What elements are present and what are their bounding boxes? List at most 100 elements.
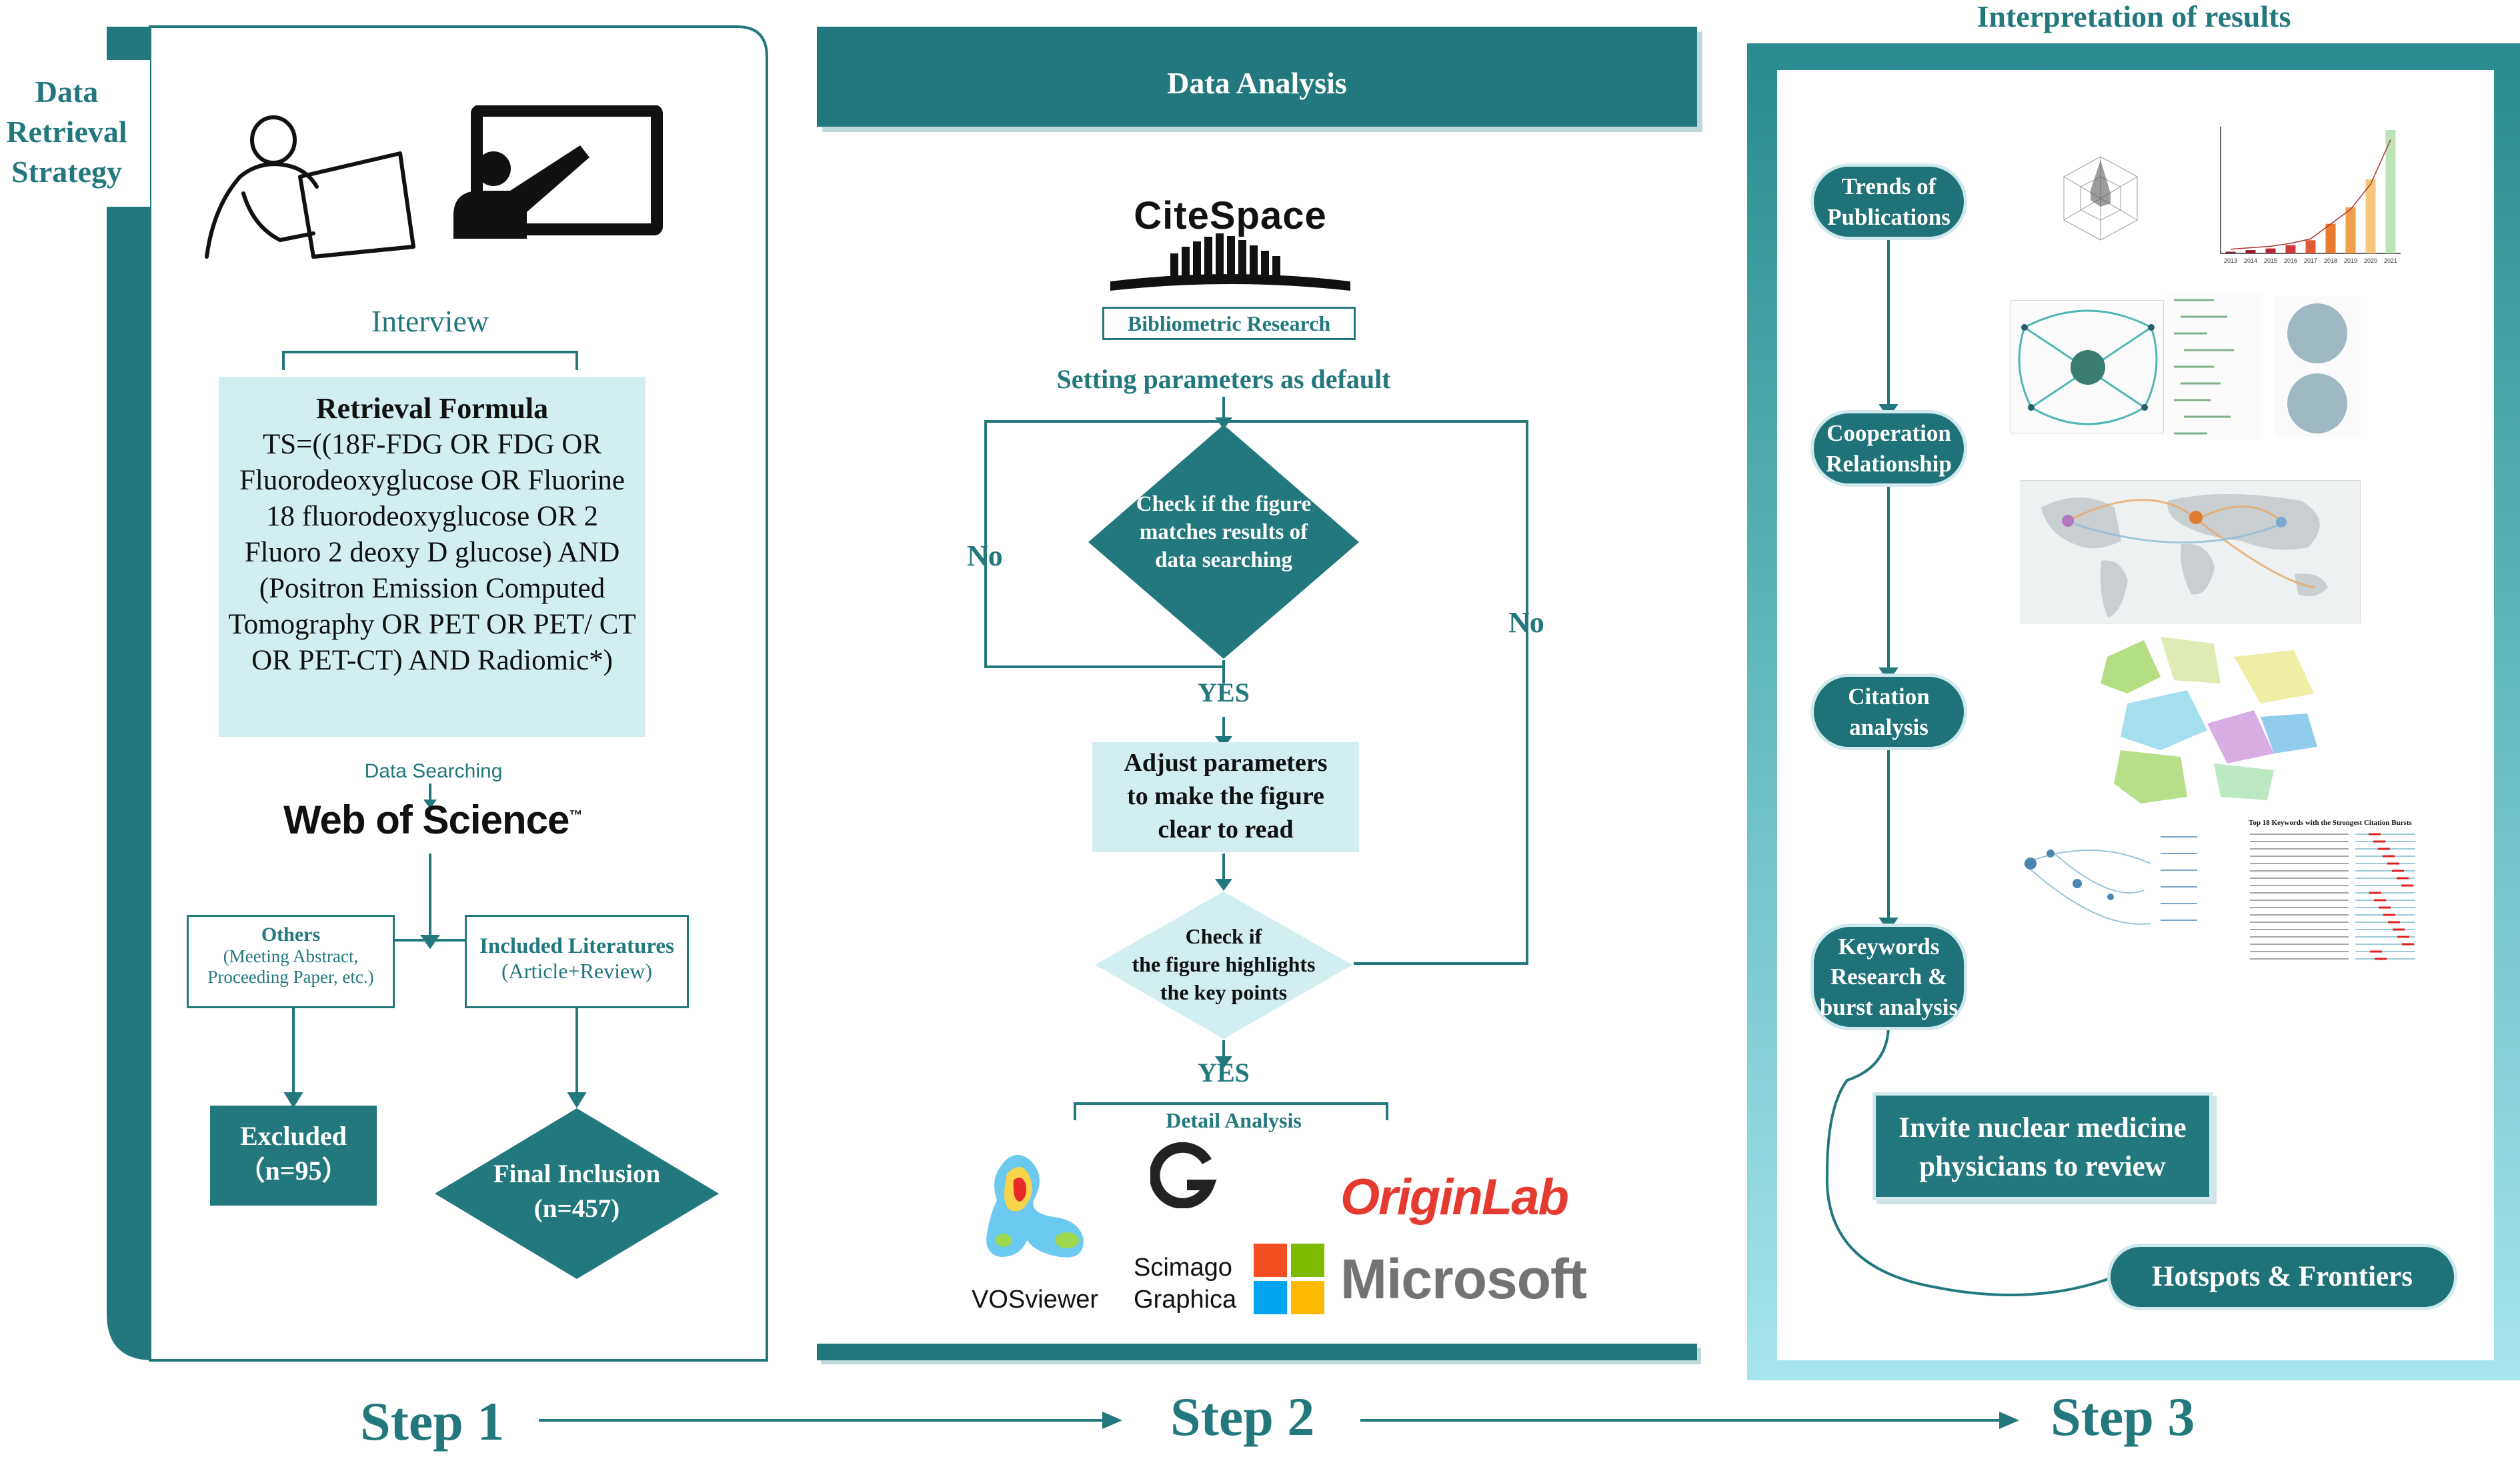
others-box: Others (Meeting Abstract, Proceeding Pap…: [187, 915, 395, 1008]
citespace-logo: CiteSpace: [1134, 194, 1327, 237]
publication-bar: [2385, 130, 2396, 253]
cooperation-network-thumbnail: [2011, 300, 2164, 433]
yes1-label: YES: [1198, 677, 1250, 707]
included-title: Included Literatures: [479, 934, 674, 958]
data-analysis-title: Data Analysis: [1167, 66, 1347, 100]
bar-year-label: 2015: [2264, 257, 2277, 264]
check1-line: Check if the figure: [1136, 492, 1312, 516]
citation-cluster-thumbnail: [2081, 630, 2327, 810]
pill-line: Keywords: [1838, 933, 1940, 960]
setting-default-label: Setting parameters as default: [1056, 364, 1391, 394]
bar-year-label: 2019: [2344, 257, 2357, 264]
others-detail-line: Proceeding Paper, etc.): [207, 967, 374, 987]
review-line: Invite nuclear medicine: [1899, 1112, 2187, 1144]
final-count: (n=457): [533, 1194, 620, 1223]
adjust-line: Adjust parameters: [1124, 749, 1328, 777]
bar-year-label: 2014: [2244, 257, 2257, 264]
graphica-logo-icon: [1150, 1142, 1217, 1208]
burst-table: [2250, 833, 2415, 960]
world-map: [2041, 494, 2328, 617]
keyword-timeline: [2023, 836, 2197, 925]
step3-label: Step 3: [2051, 1386, 2195, 1447]
publication-type-radar-thumbnail: [2011, 137, 2191, 260]
presenter-board-icon: [453, 105, 663, 239]
retrieval-formula-box: Retrieval Formula TS=((18F-FDG OR FDG OR…: [219, 377, 646, 737]
world-map-thumbnail: [2021, 480, 2361, 623]
publication-bar: [2245, 250, 2256, 253]
bar-year-label: 2013: [2224, 257, 2237, 264]
vosviewer-logo-icon: [986, 1155, 1084, 1258]
detail-analysis-label: Detail Analysis: [1166, 1108, 1302, 1132]
interpretation-header: Interpretation of results: [1977, 0, 2291, 33]
pill-line: Cooperation: [1826, 420, 1951, 446]
step1-label: Step 1: [360, 1391, 505, 1452]
check2-text: Check if the figure highlights the key p…: [1120, 922, 1327, 1006]
review-line: physicians to review: [1919, 1151, 2166, 1182]
side-label-line: Retrieval: [6, 115, 127, 149]
no-left-label: No: [967, 539, 1003, 572]
data-analysis-header: [817, 27, 1697, 127]
adjust-line: clear to read: [1158, 816, 1294, 844]
pill-line: Research &: [1830, 964, 1948, 990]
publication-bar: [2305, 240, 2316, 253]
bar-year-label: 2020: [2364, 257, 2377, 264]
side-label-line: Data: [35, 75, 99, 109]
pill-line: burst analysis: [1819, 994, 1959, 1020]
bar-year-label: 2016: [2284, 257, 2297, 264]
check1-line: data searching: [1155, 548, 1292, 572]
check1-text: Check if the figure matches results of d…: [1120, 490, 1327, 574]
check2-line: the key points: [1160, 980, 1288, 1004]
keyword-burst-table-thumbnail: [2249, 830, 2422, 970]
network-graph: [2018, 309, 2158, 425]
no-right-label: No: [1508, 606, 1544, 639]
step-arrows: [539, 1411, 2020, 1430]
included-detail: (Article+Review): [501, 959, 652, 983]
pill-line: Relationship: [1826, 450, 1952, 477]
scimago-line: Scimago: [1134, 1254, 1232, 1282]
step1-side-label: Data Retrieval Strategy: [0, 72, 133, 192]
excluded-box: Excluded （n=95）: [210, 1106, 377, 1206]
data-analysis-footer-bar: [817, 1344, 1697, 1360]
hotspots-label: Hotspots & Frontiers: [2152, 1261, 2413, 1293]
step1-flow-lines: [283, 854, 587, 1108]
pill-line: analysis: [1849, 713, 1929, 740]
microsoft-logo-icon: [1254, 1244, 1324, 1314]
others-title: Others: [261, 924, 321, 946]
check-highlights-diamond: [1095, 892, 1352, 1039]
check-figure-matches-diamond: [1088, 425, 1359, 659]
check2-line: the figure highlights: [1132, 952, 1316, 976]
formula-title: Retrieval Formula: [315, 392, 549, 425]
scimago-graphica-label: Scimago Graphica: [1134, 1252, 1236, 1316]
publication-bar: [2365, 179, 2376, 253]
final-inclusion-text: Final Inclusion (n=457): [467, 1157, 687, 1226]
web-of-science-text: Web of Science: [283, 798, 569, 842]
final-title: Final Inclusion: [493, 1160, 661, 1188]
publication-bar: [2285, 245, 2296, 253]
others-detail-line: (Meeting Abstract,: [223, 946, 359, 966]
check1-line: matches results of: [1139, 520, 1308, 544]
microsoft-label: Microsoft: [1340, 1248, 1587, 1310]
person-laptop-icon: [205, 115, 415, 259]
formula-text: TS=((18F-FDG OR FDG OR Fluorodeoxyglucos…: [228, 429, 636, 676]
pill-line: Publications: [1827, 203, 1951, 230]
interview-label: Interview: [371, 304, 489, 338]
globe-images: [2287, 303, 2347, 433]
excluded-title: Excluded: [239, 1121, 347, 1151]
adjust-parameters-box: Adjust parameters to make the figure cle…: [1092, 742, 1359, 852]
book-icon: [1110, 233, 1350, 291]
arrow-to-wos: [423, 784, 437, 809]
citation-clusters: [2101, 637, 2317, 804]
publication-bar: [2225, 251, 2236, 253]
trend-line: [2230, 139, 2391, 250]
bar-year-label: 2018: [2324, 257, 2337, 264]
cooperation-globe-thumbnail: [2274, 297, 2361, 437]
web-of-science-logo: Web of Science™: [283, 797, 582, 843]
publication-bar: [2325, 223, 2336, 253]
vosviewer-label: VOSviewer: [972, 1286, 1099, 1314]
side-label-line: Strategy: [11, 155, 123, 189]
